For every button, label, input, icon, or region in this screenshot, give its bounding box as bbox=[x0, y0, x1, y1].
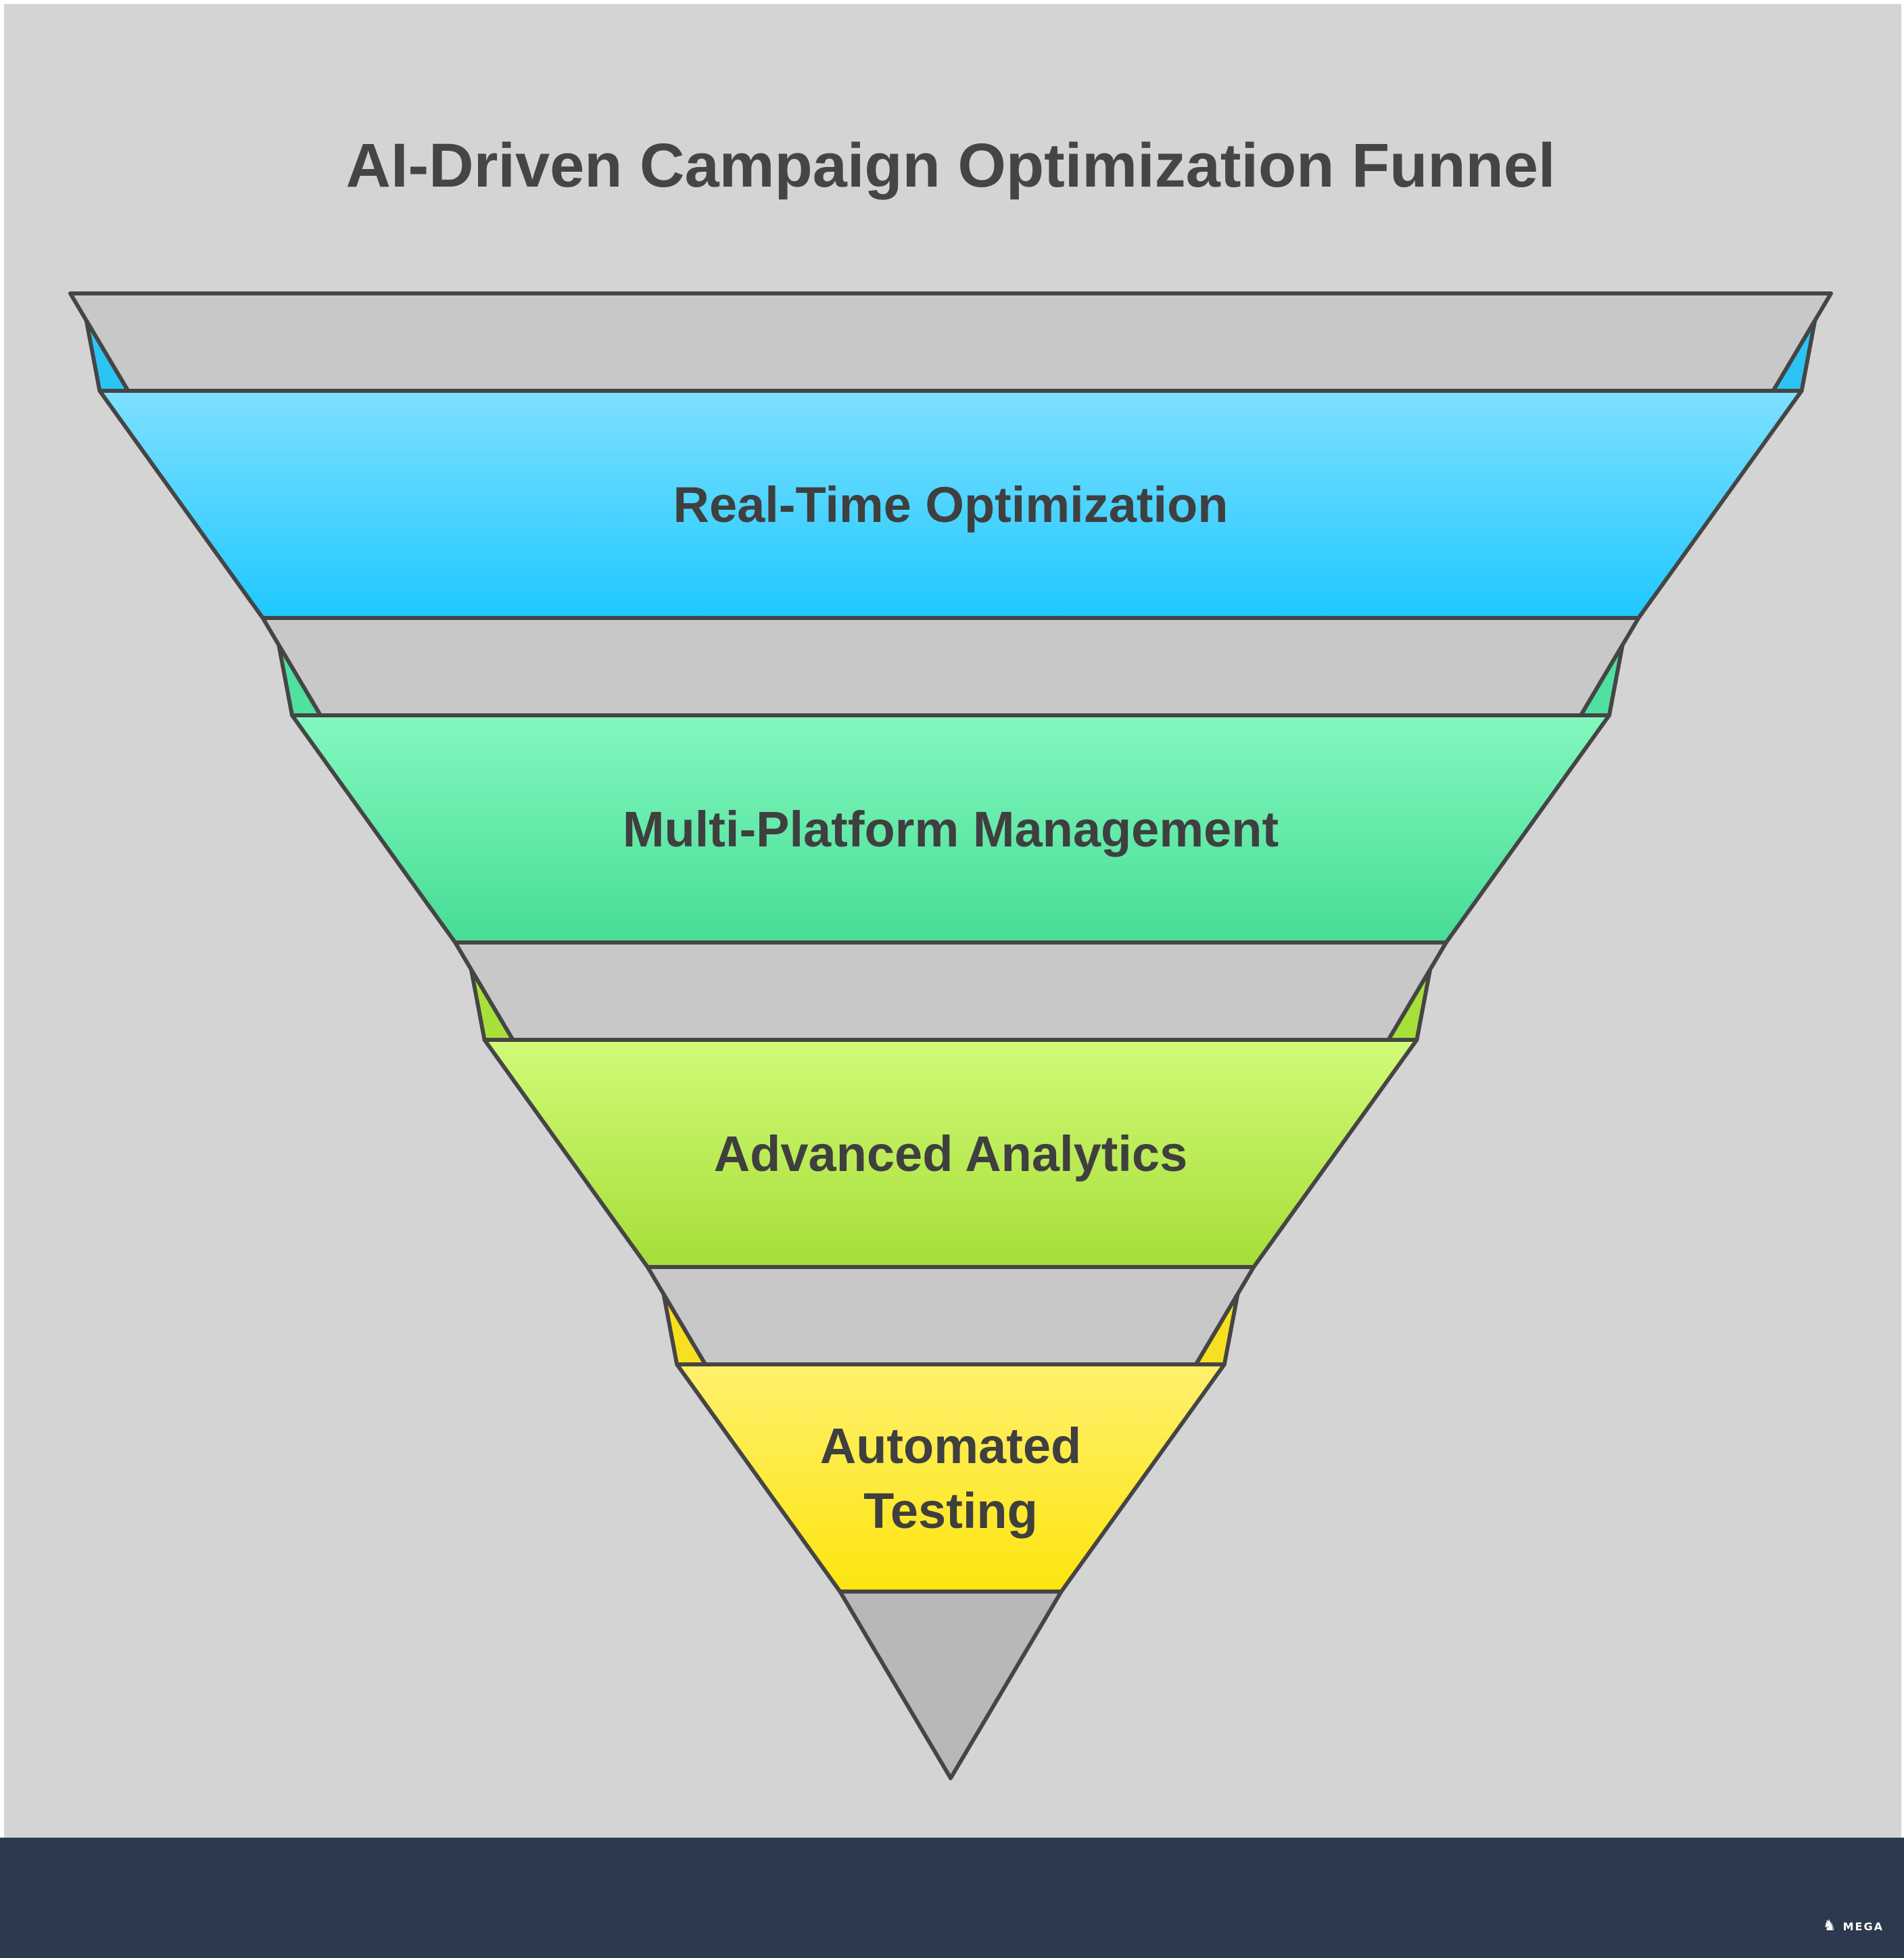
funnel-stage-3 bbox=[482, 1038, 1419, 1269]
footer-bar: ♞ MEGA bbox=[0, 1838, 1904, 1958]
mega-logo-icon: ♞ bbox=[1822, 1917, 1838, 1934]
funnel-tip bbox=[838, 1590, 1064, 1780]
funnel-stages bbox=[97, 389, 1804, 1594]
funnel-back-panel bbox=[260, 616, 1641, 717]
diagram-title: AI-Driven Campaign Optimization Funnel bbox=[346, 131, 1556, 200]
funnel-stage-1 bbox=[97, 389, 1804, 620]
stage-label-line: Real-Time Optimization bbox=[673, 477, 1229, 533]
funnel-back-panel bbox=[68, 291, 1833, 393]
stage-label-line: Multi-Platform Management bbox=[623, 801, 1279, 857]
stage-label-line: Advanced Analytics bbox=[714, 1126, 1188, 1182]
funnel-diagram: AI-Driven Campaign Optimization Funnel R… bbox=[68, 131, 1833, 1780]
stage-label-3: Advanced Analytics bbox=[714, 1126, 1188, 1182]
stage-label-2: Multi-Platform Management bbox=[623, 801, 1279, 857]
funnel-back-panel bbox=[645, 1265, 1256, 1366]
brand: ♞ MEGA bbox=[1823, 1919, 1884, 1934]
diagram-canvas: AI-Driven Campaign Optimization Funnel R… bbox=[4, 4, 1901, 1838]
funnel-stage-4 bbox=[675, 1362, 1227, 1594]
brand-text: MEGA bbox=[1842, 1919, 1884, 1933]
stage-label-1: Real-Time Optimization bbox=[673, 477, 1229, 533]
funnel-back-panel bbox=[453, 940, 1448, 1042]
stage-label-line: Automated bbox=[820, 1418, 1081, 1474]
funnel-stage-2 bbox=[289, 713, 1612, 945]
stage-label-line: Testing bbox=[863, 1483, 1038, 1539]
